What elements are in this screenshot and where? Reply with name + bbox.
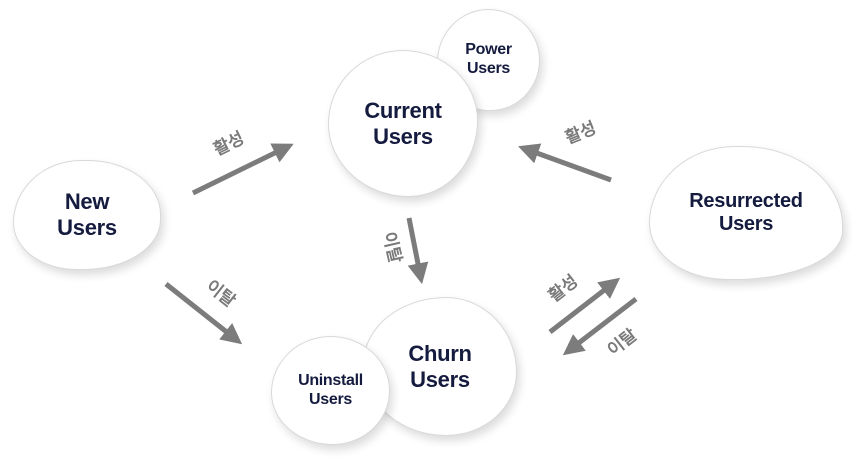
edge-label-new-to-current: 활성: [210, 128, 248, 160]
node-current-users-label: Current Users: [364, 97, 442, 149]
edge-label-resurrected-to-current: 활성: [562, 118, 599, 148]
node-uninstall-users: Uninstall Users: [271, 336, 390, 445]
arrow-resurrected-to-churn: [562, 297, 638, 356]
node-current-users: Current Users: [328, 50, 478, 197]
edge-label-resurrected-to-churn: 이탈: [604, 325, 641, 360]
node-churn-users: Churn Users: [363, 297, 517, 436]
node-resurrected-users-label: Resurrected Users: [689, 189, 803, 235]
edge-label-new-to-churn: 이탈: [202, 276, 239, 311]
edge-label-churn-to-resurrected: 활성: [545, 271, 582, 306]
arrow-churn-to-resurrected: [548, 277, 621, 334]
node-resurrected-users: Resurrected Users: [649, 146, 843, 280]
edge-label-current-to-churn: 이탈: [379, 230, 405, 265]
node-uninstall-users-label: Uninstall Users: [298, 371, 363, 408]
arrow-new-to-current: [191, 143, 294, 196]
arrow-current-to-churn: [406, 217, 429, 285]
node-power-users-label: Power Users: [465, 41, 512, 77]
node-new-users: New Users: [13, 160, 161, 270]
arrow-new-to-churn: [164, 282, 243, 345]
arrow-resurrected-to-current: [518, 143, 612, 183]
node-churn-users-label: Churn Users: [408, 340, 472, 392]
node-new-users-label: New Users: [57, 189, 117, 240]
